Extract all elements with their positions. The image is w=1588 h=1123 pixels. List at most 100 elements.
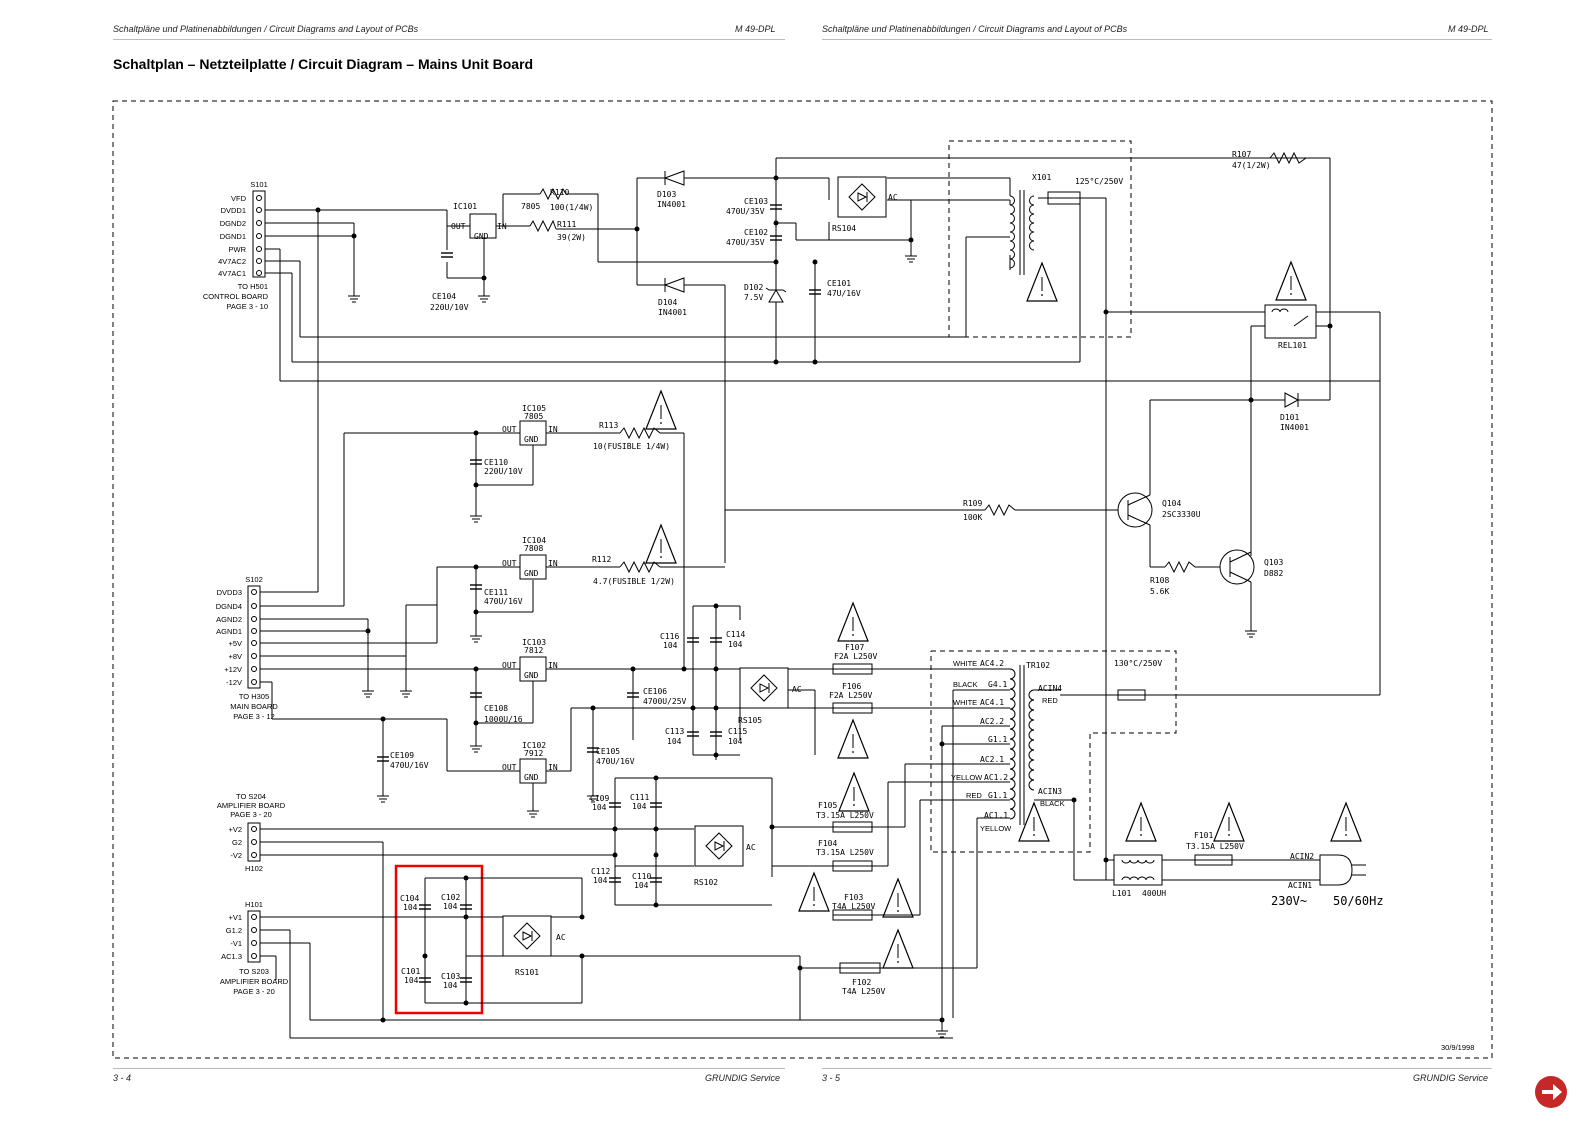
- part-label: 10(FUSIBLE 1/4W): [593, 442, 670, 451]
- part-label: C110: [632, 872, 651, 881]
- part-label: OUT: [502, 559, 517, 568]
- part-label: RED: [1042, 696, 1058, 705]
- diodes: [663, 170, 1300, 408]
- s101-label: S101: [250, 180, 268, 189]
- part-label: AC: [556, 933, 566, 942]
- part-label: 104: [443, 902, 458, 911]
- footer-left-brand: GRUNDIG Service: [705, 1073, 781, 1083]
- part-label: 104: [592, 803, 607, 812]
- part-label: T3.15A L250V: [816, 848, 874, 857]
- part-label: R109: [963, 499, 982, 508]
- part-label: 104: [632, 802, 647, 811]
- s101-pin: PWR: [229, 245, 247, 254]
- part-label: 125°C/250V: [1075, 177, 1123, 186]
- part-label: IC104: [522, 536, 546, 545]
- h101-pin: G1.2: [226, 926, 242, 935]
- board-outline: [112, 100, 1493, 1059]
- s101-pin: 4V7AC2: [218, 257, 246, 266]
- part-label: 4700U/25V: [643, 697, 687, 706]
- part-label: YELLOW: [951, 773, 983, 782]
- x101-enclosure: [948, 140, 1132, 338]
- part-label: ACIN2: [1290, 852, 1314, 861]
- part-label: D103: [657, 190, 676, 199]
- part-label: T4A L250V: [842, 987, 886, 996]
- part-label: D102: [744, 283, 763, 292]
- part-label: 470U/35V: [726, 238, 765, 247]
- part-label: F2A L250V: [834, 652, 878, 661]
- part-label: 50/60Hz: [1333, 894, 1384, 908]
- part-label: R110: [550, 188, 569, 197]
- part-label: RS102: [694, 878, 718, 887]
- part-label: AC4.2: [980, 659, 1004, 668]
- part-label: 400UH: [1142, 889, 1166, 898]
- part-label: 39(2W): [557, 233, 586, 242]
- part-label: C104: [400, 894, 419, 903]
- footer-right-brand: GRUNDIG Service: [1413, 1073, 1489, 1083]
- next-page-button[interactable]: [1535, 1076, 1567, 1108]
- part-label: GND: [474, 232, 489, 241]
- s102-note: MAIN BOARD: [230, 702, 278, 711]
- part-label: OUT: [502, 763, 517, 772]
- part-label: 130°C/250V: [1114, 659, 1162, 668]
- s102-pin: DVDD3: [217, 588, 242, 597]
- part-label: R108: [1150, 576, 1169, 585]
- s101-note: CONTROL BOARD: [203, 292, 269, 301]
- part-label: WHITE: [953, 659, 977, 668]
- part-label: ACIN1: [1288, 881, 1312, 890]
- part-label: GND: [524, 773, 539, 782]
- footer-left-page: 3 - 4: [113, 1073, 132, 1083]
- part-label: C116: [660, 632, 679, 641]
- h101-note: PAGE 3 - 20: [233, 987, 275, 996]
- part-label: C112: [591, 867, 610, 876]
- h101-pin: -V1: [230, 939, 242, 948]
- h102-note: PAGE 3 - 20: [230, 810, 272, 819]
- part-label: 7812: [524, 646, 543, 655]
- fuses: [832, 191, 1233, 974]
- part-label: CE103: [744, 197, 768, 206]
- part-label: REL101: [1278, 341, 1307, 350]
- junction-dots: [315, 175, 1333, 1023]
- part-label: OUT: [451, 222, 466, 231]
- part-label: 7805: [524, 412, 543, 421]
- part-label: WHITE: [953, 698, 977, 707]
- s102-pin: AGND1: [216, 627, 242, 636]
- part-label: C111: [630, 793, 649, 802]
- part-label: AC: [792, 685, 802, 694]
- part-label: 1000U/16: [484, 715, 523, 724]
- part-label: AC4.1: [980, 698, 1004, 707]
- footer-rule-right: [822, 1068, 1492, 1069]
- part-label: AC2.1: [980, 755, 1004, 764]
- part-label: IC105: [522, 404, 546, 413]
- part-label: AC: [746, 843, 756, 852]
- part-label: BLACK: [1040, 799, 1065, 808]
- part-label: CE111: [484, 588, 508, 597]
- part-label: 7808: [524, 544, 543, 553]
- part-label: D882: [1264, 569, 1283, 578]
- part-label: AC: [888, 193, 898, 202]
- part-label: 104: [404, 976, 419, 985]
- part-label: RS105: [738, 716, 762, 725]
- s102-label: S102: [245, 575, 263, 584]
- s102-pin: -12V: [226, 678, 242, 687]
- part-label: R111: [557, 220, 576, 229]
- part-label: 5.6K: [1150, 587, 1169, 596]
- part-label: R112: [592, 555, 611, 564]
- part-label: CE105: [596, 747, 620, 756]
- h101-pin: AC1.3: [221, 952, 242, 961]
- header-left-model: M 49-DPL: [735, 24, 776, 34]
- part-label: F103: [844, 893, 863, 902]
- s102-note: TO H305: [239, 692, 269, 701]
- part-label: F104: [818, 839, 837, 848]
- part-label: G1.1: [988, 735, 1007, 744]
- part-label: IN: [548, 425, 558, 434]
- part-label: GND: [524, 435, 539, 444]
- s102-note: PAGE 3 - 12: [233, 712, 275, 721]
- connector-pins: [247, 190, 266, 963]
- capacitors: [377, 204, 821, 983]
- part-label: 104: [728, 640, 743, 649]
- part-label: C114: [726, 630, 745, 639]
- part-label: IN: [497, 222, 507, 231]
- h102-note: AMPLIFIER BOARD: [217, 801, 286, 810]
- part-label: T3.15A L250V: [1186, 842, 1244, 851]
- part-label: G4.1: [988, 680, 1007, 689]
